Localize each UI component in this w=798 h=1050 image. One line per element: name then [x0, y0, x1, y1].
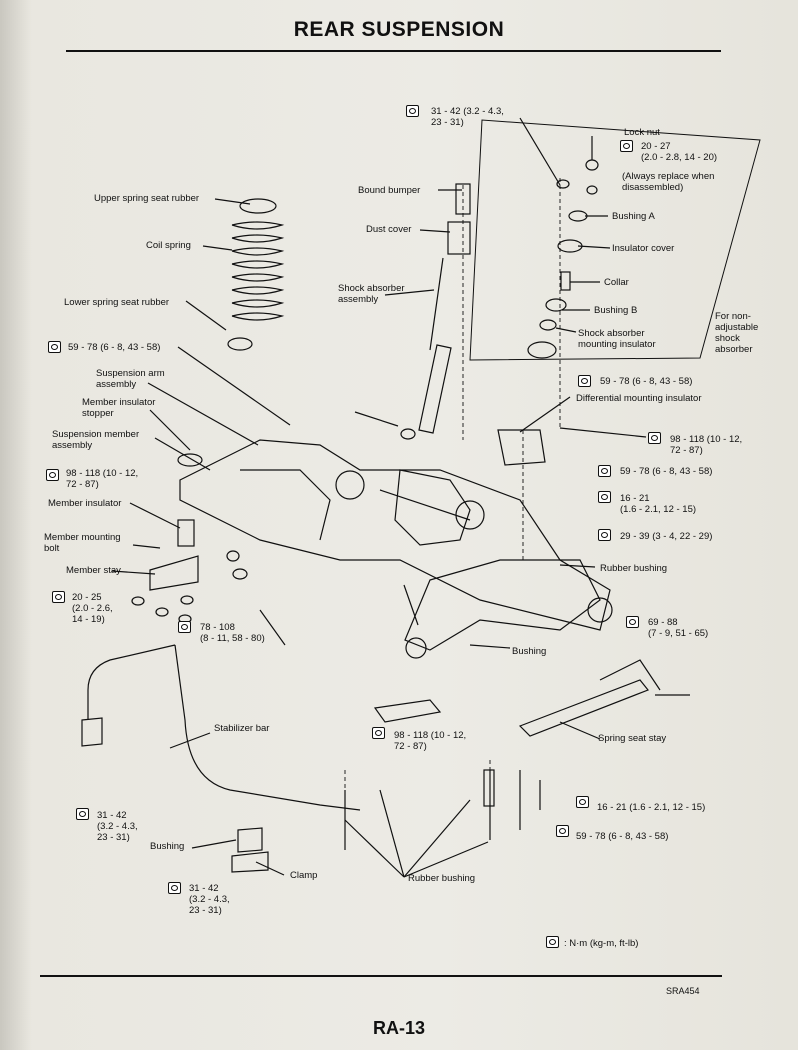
torque-legend-icon — [546, 936, 559, 948]
label-member-insulator-stopper: Member insulator stopper — [82, 397, 156, 419]
torque-16b: 16 - 21 (1.6 - 2.1, 12 - 15) — [597, 802, 706, 813]
label-spring-seat-stay: Spring seat stay — [598, 733, 667, 744]
label-rubber-bushing-right: Rubber bushing — [600, 563, 668, 574]
label-upper-spring-seat: Upper spring seat rubber — [94, 193, 200, 204]
torque-78: 78 - 108 (8 - 11, 58 - 80) — [200, 622, 265, 644]
torque-locknut: 20 - 27 (2.0 - 2.8, 14 - 20) — [641, 141, 718, 163]
label-mounting-insulator: Shock absorber mounting insulator — [578, 328, 656, 350]
torque-wrench-icon — [168, 882, 181, 894]
figure-code: SRA454 — [666, 986, 700, 996]
label-non-adjustable: For non- adjustable shock absorber — [715, 311, 759, 355]
torque-wrench-icon — [76, 808, 89, 820]
torque-diff3: 59 - 78 (6 - 8, 43 - 58) — [620, 466, 713, 477]
page-title: REAR SUSPENSION — [293, 18, 505, 41]
label-bound-bumper: Bound bumper — [358, 185, 421, 196]
torque-69: 69 - 88 (7 - 9, 51 - 65) — [648, 617, 709, 639]
label-insulator-cover: Insulator cover — [612, 243, 675, 254]
label-member-mounting-bolt: Member mounting bolt — [44, 532, 121, 554]
torque-wrench-icon — [52, 591, 65, 603]
page-number: RA-13 — [372, 1018, 425, 1038]
label-bushing: Bushing — [512, 646, 547, 657]
torque-16: 16 - 21 (1.6 - 2.1, 12 - 15) — [620, 493, 697, 515]
torque-member: 98 - 118 (10 - 12, 72 - 87) — [66, 468, 139, 490]
label-bushing-b: Bushing B — [594, 305, 638, 316]
label-always-replace: (Always replace when disassembled) — [622, 171, 715, 193]
torque-stab1: 31 - 42 (3.2 - 4.3, 23 - 31) — [97, 810, 138, 843]
torque-stay: 20 - 25 (2.0 - 2.6, 14 - 19) — [72, 592, 113, 625]
label-differential-insulator: Differential mounting insulator — [576, 393, 702, 404]
torque-wrench-icon — [556, 825, 569, 837]
label-bushing-left: Bushing — [150, 841, 185, 852]
label-shock-absorber-assembly: Shock absorber assembly — [338, 283, 405, 305]
torque-wrench-icon — [48, 341, 61, 353]
label-suspension-member: Suspension member assembly — [52, 429, 140, 451]
label-dust-cover: Dust cover — [366, 224, 412, 235]
label-stabilizer-bar: Stabilizer bar — [214, 723, 270, 734]
torque-wrench-icon — [620, 140, 633, 152]
torque-wrench-icon — [578, 375, 591, 387]
torque-wrench-icon — [372, 727, 385, 739]
torque-stab2: 31 - 42 (3.2 - 4.3, 23 - 31) — [189, 883, 230, 916]
label-suspension-arm: Suspension arm assembly — [96, 368, 165, 390]
torque-wrench-icon — [576, 796, 589, 808]
torque-wrench-icon — [648, 432, 661, 444]
torque-wrench-icon — [626, 616, 639, 628]
torque-29: 29 - 39 (3 - 4, 22 - 29) — [620, 531, 713, 542]
header-rule — [66, 50, 721, 52]
torque-wrench-icon — [598, 465, 611, 477]
label-clamp: Clamp — [290, 870, 318, 881]
torque-top: 31 - 42 (3.2 - 4.3, 23 - 31) — [431, 106, 504, 128]
label-coil-spring: Coil spring — [146, 240, 191, 251]
torque-legend: : N·m (kg-m, ft-lb) — [564, 938, 639, 949]
label-rubber-bushing-bottom: Rubber bushing — [408, 873, 476, 884]
torque-diff2: 98 - 118 (10 - 12, 72 - 87) — [670, 434, 743, 456]
torque-wrench-icon — [46, 469, 59, 481]
label-member-insulator: Member insulator — [48, 498, 122, 509]
torque-wrench-icon — [406, 105, 419, 117]
label-lock-nut: Lock nut — [624, 127, 660, 138]
torque-bottom98: 98 - 118 (10 - 12, 72 - 87) — [394, 730, 467, 752]
label-member-stay: Member stay — [66, 565, 121, 576]
torque-wrench-icon — [598, 529, 611, 541]
torque-arm: 59 - 78 (6 - 8, 43 - 58) — [68, 342, 161, 353]
torque-59b: 59 - 78 (6 - 8, 43 - 58) — [576, 831, 669, 842]
label-collar: Collar — [604, 277, 629, 288]
torque-wrench-icon — [598, 491, 611, 503]
torque-wrench-icon — [178, 621, 191, 633]
label-lower-spring-seat: Lower spring seat rubber — [64, 297, 170, 308]
label-bushing-a: Bushing A — [612, 211, 655, 222]
footer-rule — [40, 975, 722, 977]
torque-diff1: 59 - 78 (6 - 8, 43 - 58) — [600, 376, 693, 387]
